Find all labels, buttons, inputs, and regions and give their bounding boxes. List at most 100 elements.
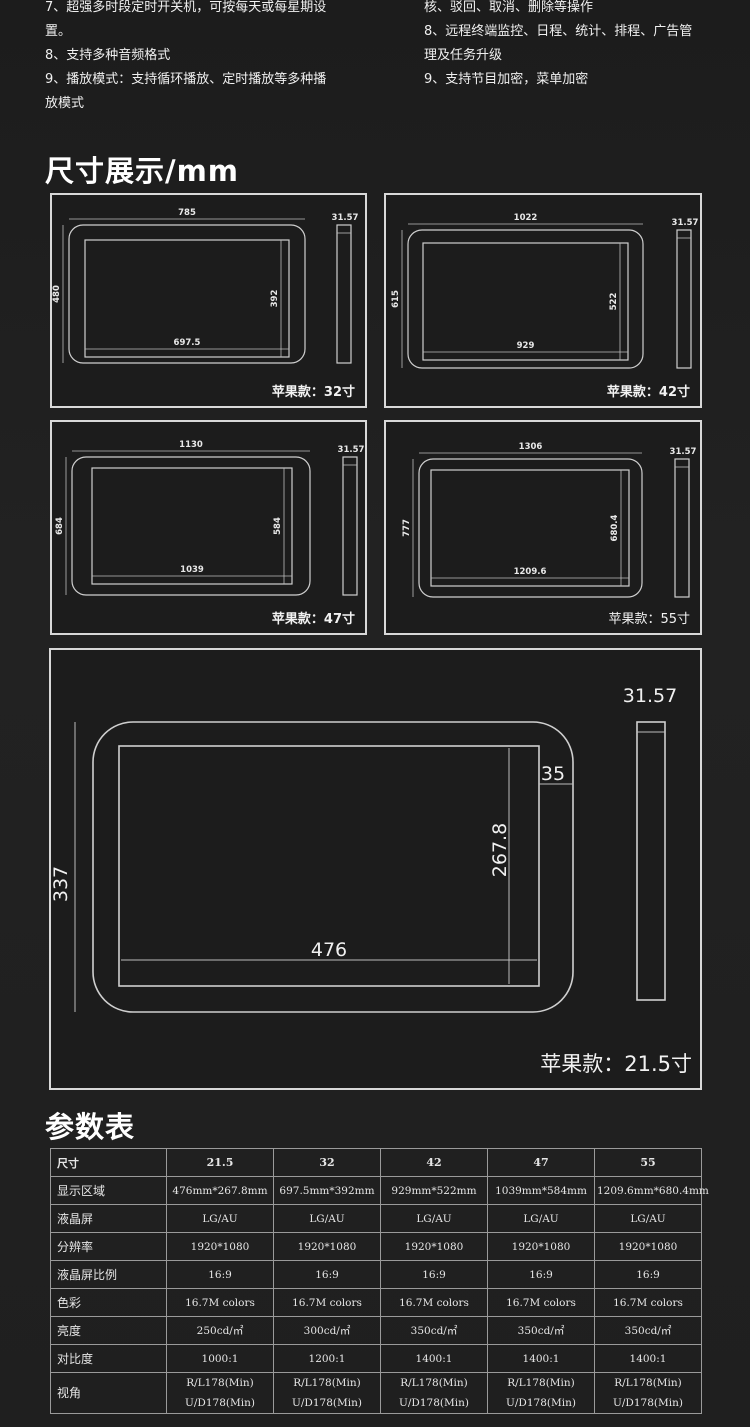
side-profile bbox=[676, 229, 692, 369]
table-cell: LG/AU bbox=[166, 1204, 274, 1233]
table-cell: 16:9 bbox=[273, 1260, 381, 1289]
table-cell: 16.7M colors bbox=[380, 1288, 488, 1317]
features-right: 核、驳回、取消、删除等操作 8、远程终端监控、日程、统计、排程、广告管 理及任务… bbox=[424, 0, 734, 92]
inner-screen bbox=[422, 242, 629, 361]
table-cell: 16:9 bbox=[487, 1260, 595, 1289]
table-cell: R/L178(Min)U/D178(Min) bbox=[380, 1372, 488, 1414]
table-cell: 1000:1 bbox=[166, 1344, 274, 1373]
border-label: 35 bbox=[541, 763, 565, 785]
inner-height-label: 680.4 bbox=[610, 514, 620, 541]
table-cell: 350cd/㎡ bbox=[380, 1316, 488, 1345]
table-cell: 350cd/㎡ bbox=[487, 1316, 595, 1345]
table-cell: LG/AU bbox=[380, 1204, 488, 1233]
row-label: 尺寸 bbox=[50, 1148, 167, 1177]
panel-caption: 苹果款：55寸 bbox=[608, 612, 690, 627]
table-cell: 1400:1 bbox=[487, 1344, 595, 1373]
table-cell: 1200:1 bbox=[273, 1344, 381, 1373]
feature-line: 9、支持节目加密，菜单加密 bbox=[424, 72, 589, 87]
depth-label: 31.57 bbox=[670, 447, 697, 457]
table-cell: R/L178(Min)U/D178(Min) bbox=[166, 1372, 274, 1414]
table-cell: 16.7M colors bbox=[273, 1288, 381, 1317]
panel-caption: 苹果款：42寸 bbox=[606, 385, 690, 400]
panel-caption: 苹果款：32寸 bbox=[271, 385, 355, 400]
dimension-panel-55: 苹果款：55寸 1306 777 1209.6 680.4 31.57 bbox=[384, 420, 702, 635]
side-profile bbox=[336, 224, 352, 364]
feature-line: 8、远程终端监控、日程、统计、排程、广告管 bbox=[424, 24, 693, 39]
depth-label: 31.57 bbox=[338, 445, 365, 455]
table-cell: 1039mm*584mm bbox=[487, 1176, 595, 1205]
outer-frame bbox=[92, 721, 574, 1013]
table-cell: 32 bbox=[273, 1148, 381, 1177]
inner-screen bbox=[118, 745, 540, 987]
table-cell: LG/AU bbox=[594, 1204, 702, 1233]
table-cell: 1920*1080 bbox=[380, 1232, 488, 1261]
outer-frame bbox=[418, 458, 643, 598]
depth-label: 31.57 bbox=[672, 218, 699, 228]
width-label: 1306 bbox=[519, 442, 543, 452]
inner-screen bbox=[84, 239, 290, 358]
inner-height-label: 392 bbox=[270, 290, 280, 308]
table-cell: 1920*1080 bbox=[487, 1232, 595, 1261]
table-cell: 350cd/㎡ bbox=[594, 1316, 702, 1345]
row-label: 亮度 bbox=[50, 1316, 167, 1345]
side-profile bbox=[674, 458, 690, 598]
table-cell: LG/AU bbox=[273, 1204, 381, 1233]
table-cell: R/L178(Min)U/D178(Min) bbox=[273, 1372, 381, 1414]
inner-width-label: 929 bbox=[517, 341, 535, 351]
row-label: 液晶屏比例 bbox=[50, 1260, 167, 1289]
table-cell: 929mm*522mm bbox=[380, 1176, 488, 1205]
feature-line: 放模式 bbox=[45, 96, 85, 111]
inner-width-label: 1039 bbox=[180, 565, 204, 575]
table-cell: 16.7M colors bbox=[166, 1288, 274, 1317]
width-label: 1022 bbox=[514, 213, 538, 223]
feature-line: 理及任务升级 bbox=[424, 48, 503, 63]
side-profile bbox=[342, 456, 358, 596]
depth-label: 31.57 bbox=[332, 213, 359, 223]
table-cell: 1400:1 bbox=[380, 1344, 488, 1373]
table-cell: 1400:1 bbox=[594, 1344, 702, 1373]
height-label: 684 bbox=[55, 517, 65, 535]
panel-caption: 苹果款：21.5寸 bbox=[540, 1052, 692, 1076]
outer-frame bbox=[407, 229, 644, 369]
table-cell: 1920*1080 bbox=[594, 1232, 702, 1261]
height-label: 480 bbox=[52, 285, 62, 303]
table-cell: 1209.6mm*680.4mm bbox=[594, 1176, 709, 1205]
dimension-section-title: 尺寸展示/mm bbox=[45, 154, 240, 188]
inner-width-label: 697.5 bbox=[174, 338, 201, 348]
table-cell: 697.5mm*392mm bbox=[273, 1176, 381, 1205]
height-label: 615 bbox=[391, 290, 401, 308]
spec-section-title: 参数表 bbox=[45, 1110, 136, 1144]
inner-width-label: 476 bbox=[311, 939, 347, 961]
table-cell: 1920*1080 bbox=[166, 1232, 274, 1261]
table-cell: LG/AU bbox=[487, 1204, 595, 1233]
inner-screen bbox=[91, 467, 293, 585]
feature-line: 9、播放模式：支持循环播放、定时播放等多种播 bbox=[45, 72, 327, 87]
width-label: 1130 bbox=[179, 440, 203, 450]
inner-width-label: 1209.6 bbox=[514, 567, 547, 577]
height-label: 777 bbox=[402, 519, 412, 537]
table-cell: R/L178(Min)U/D178(Min) bbox=[487, 1372, 595, 1414]
feature-line: 置。 bbox=[45, 24, 72, 39]
table-cell: 55 bbox=[594, 1148, 702, 1177]
side-profile bbox=[636, 721, 666, 1001]
table-cell: R/L178(Min)U/D178(Min) bbox=[594, 1372, 702, 1414]
row-label: 视角 bbox=[50, 1372, 167, 1414]
feature-line: 7、超强多时段定时开关机，可按每天或每星期设 bbox=[45, 0, 327, 15]
